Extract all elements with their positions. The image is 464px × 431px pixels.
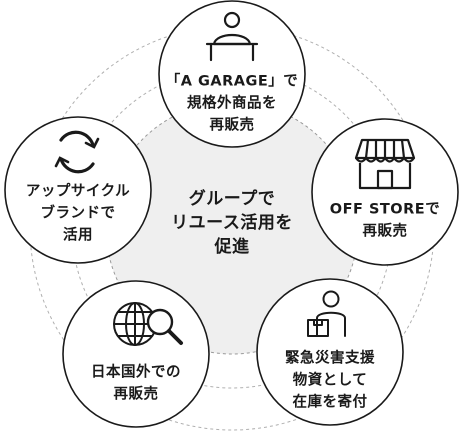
- node-label-line: 在庫を寄付: [292, 393, 368, 410]
- node-label-overseas: 日本国外での 再販売: [91, 362, 181, 406]
- node-label-line: 規格外商品を: [187, 95, 277, 112]
- center-label: グループで リユース活用を 促進: [171, 187, 293, 259]
- node-label-line: 再販売: [362, 223, 408, 239]
- center-label-line-2: リユース活用を: [171, 212, 293, 233]
- node-label-line: 再販売: [209, 116, 255, 133]
- node-label-a-garage: 「A GARAGE」で 規格外商品を 再販売: [166, 71, 299, 136]
- node-label-line: 「A GARAGE」で: [165, 73, 299, 90]
- node-circle-overseas: [62, 280, 210, 428]
- center-label-line-1: グループで: [188, 188, 276, 209]
- node-label-line: 再販売: [113, 386, 159, 402]
- person-carrying-box-icon: [307, 290, 346, 337]
- node-circle-a-garage: [158, 0, 306, 148]
- node-label-line: 緊急災害支援: [285, 350, 375, 367]
- node-label-line: ブランドで: [40, 205, 116, 222]
- circular-arrows-icon: [54, 130, 100, 174]
- node-label-line: 物資として: [292, 372, 368, 389]
- node-label-upcycle: アップサイクル ブランドで 活用: [26, 181, 130, 246]
- presenter-at-desk-icon: [205, 11, 259, 62]
- node-label-line: OFF STOREで: [329, 201, 441, 218]
- node-circle-off-store: [311, 118, 459, 266]
- node-label-line: 日本国外での: [91, 364, 181, 381]
- center-label-line-3: 促進: [214, 237, 250, 258]
- storefront-icon: [354, 138, 416, 190]
- node-label-disaster-relief: 緊急災害支援 物資として 在庫を寄付: [285, 348, 375, 413]
- node-circle-disaster-relief: [256, 278, 404, 426]
- globe-magnifier-icon: [113, 302, 183, 346]
- node-circle-upcycle: [4, 116, 152, 264]
- node-label-off-store: OFF STOREで 再販売: [330, 199, 440, 243]
- node-label-line: 活用: [63, 226, 93, 243]
- node-label-line: アップサイクル: [25, 183, 131, 200]
